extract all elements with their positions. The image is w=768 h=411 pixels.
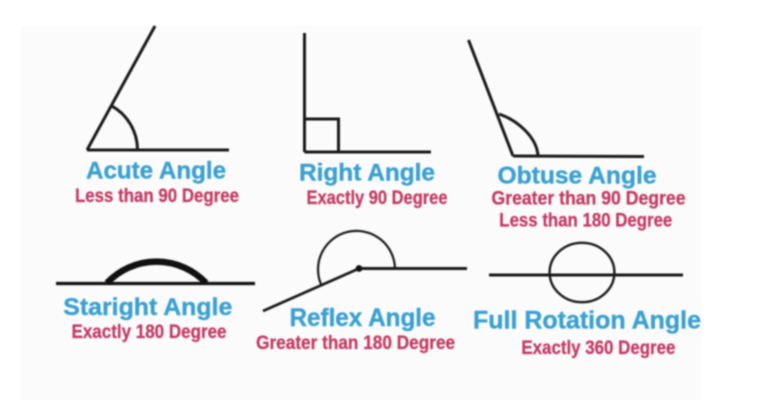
svg-text:Full Rotation Angle: Full Rotation Angle	[473, 307, 701, 335]
svg-text:Exactly 360 Degree: Exactly 360 Degree	[521, 338, 675, 359]
svg-text:Less than 180 Degree: Less than 180 Degree	[499, 210, 672, 231]
svg-text:Acute Angle: Acute Angle	[86, 158, 226, 185]
svg-text:Exactly 180 Degree: Exactly 180 Degree	[72, 322, 227, 343]
svg-text:Greater than 180 Degree: Greater than 180 Degree	[256, 333, 455, 354]
svg-text:Right Angle: Right Angle	[299, 160, 435, 187]
svg-text:Reflex Angle: Reflex Angle	[290, 304, 436, 332]
svg-text:Obtuse Angle: Obtuse Angle	[498, 163, 657, 190]
svg-text:Exactly 90 Degree: Exactly 90 Degree	[307, 188, 448, 209]
svg-text:Greater than 90 Degree: Greater than 90 Degree	[492, 188, 686, 209]
svg-text:Staright Angle: Staright Angle	[63, 294, 232, 321]
svg-text:Less than 90 Degree: Less than 90 Degree	[75, 186, 239, 207]
